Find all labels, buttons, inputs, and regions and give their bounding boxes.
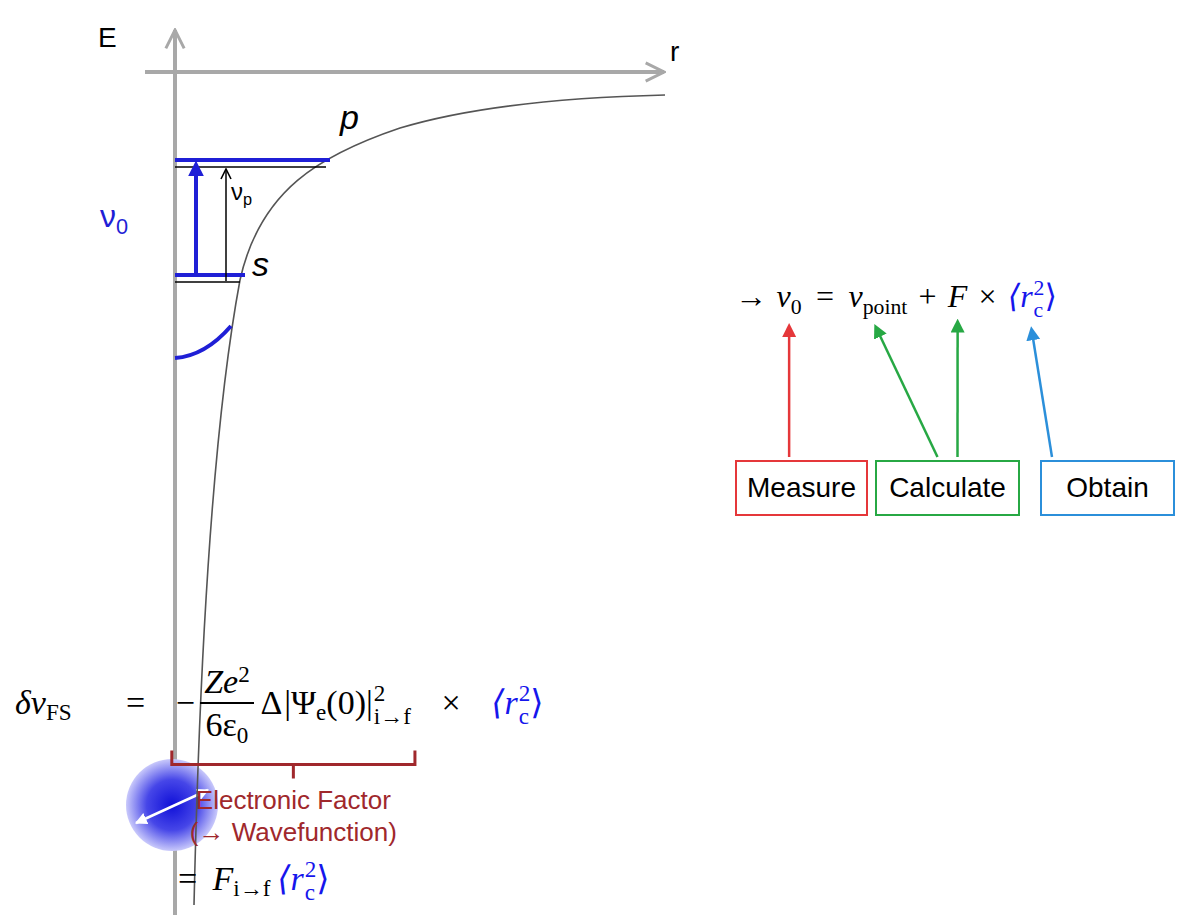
formula-term: = bbox=[178, 860, 197, 897]
formula-term: ν bbox=[777, 278, 791, 314]
formula-term: Ze bbox=[204, 663, 238, 700]
subscript: i→f bbox=[374, 705, 411, 728]
formula-term: δν bbox=[15, 684, 46, 721]
subscript: 0 bbox=[116, 214, 128, 239]
formula-term-row: = Fi→f ⟨r2c⟩ bbox=[178, 858, 330, 904]
subscript: c bbox=[305, 881, 317, 904]
superscript: 2 bbox=[374, 682, 411, 705]
formula-term: ⟨r bbox=[1008, 278, 1033, 314]
leader-arrow bbox=[956, 327, 959, 457]
formula-term: ⟨r bbox=[491, 684, 518, 721]
transition-label: ν bbox=[100, 198, 116, 234]
subscript: e bbox=[316, 699, 326, 725]
annotation: Electronic Factor (→ Wavefunction) bbox=[190, 785, 397, 848]
p-level-point bbox=[175, 166, 326, 168]
subscript: 0 bbox=[237, 722, 249, 748]
fraction: Ze26ε0 bbox=[200, 662, 254, 748]
subscript: 0 bbox=[791, 295, 802, 319]
axis-label: E bbox=[98, 22, 117, 53]
box-label: Measure bbox=[747, 472, 856, 504]
index-stack: 2c bbox=[1034, 278, 1045, 322]
subscript: p bbox=[243, 190, 252, 208]
formula-term: − bbox=[176, 684, 195, 721]
s-level bbox=[175, 273, 245, 277]
index-stack: 2c bbox=[519, 682, 531, 728]
transition-arrow bbox=[194, 170, 198, 273]
leader-arrow bbox=[1032, 335, 1052, 457]
subscript: c bbox=[519, 705, 531, 728]
process-box: Obtain bbox=[1040, 460, 1175, 516]
axis-label: r bbox=[670, 36, 679, 67]
transition-label-row: νp bbox=[231, 180, 252, 207]
numerator: Ze2 bbox=[200, 662, 254, 704]
process-box: Measure bbox=[735, 460, 868, 516]
axis-label-row: E bbox=[98, 24, 117, 52]
leader-arrow bbox=[788, 332, 791, 457]
transition-label-row: ν0 bbox=[100, 200, 128, 237]
formula-term: ⟩ bbox=[530, 684, 543, 721]
formula-term: 6ε bbox=[206, 706, 237, 743]
p-level bbox=[175, 158, 330, 162]
superscript: 2 bbox=[519, 682, 531, 705]
annotation-block: Electronic Factor (→ Wavefunction) bbox=[187, 784, 399, 849]
subscript: i→f bbox=[233, 875, 270, 901]
formula-term-row: δνFS=−Ze26ε0Δ|Ψe(0)|2i→f×⟨r2c⟩ bbox=[15, 662, 544, 748]
formula-term: F bbox=[948, 278, 968, 314]
transition-arrow-point bbox=[225, 169, 227, 281]
level-label-row: s bbox=[252, 247, 269, 281]
formula-term: ⟨r bbox=[277, 860, 304, 897]
superscript: 2 bbox=[238, 661, 250, 687]
formula-term-row: →ν0=νpoint+F×⟨r2c⟩ bbox=[735, 278, 1057, 322]
formula-term: ν bbox=[849, 278, 863, 314]
subscript: FS bbox=[46, 699, 72, 725]
superscript: 2 bbox=[1034, 278, 1045, 300]
formula-term: × bbox=[979, 278, 997, 314]
axis-label-row: r bbox=[670, 38, 679, 66]
superscript: 2 bbox=[305, 858, 317, 881]
formula-term: F bbox=[212, 860, 233, 897]
coulomb-potential bbox=[194, 95, 665, 905]
level-label-row: p bbox=[340, 100, 359, 134]
level-label: p bbox=[340, 98, 359, 136]
formula-term: = bbox=[126, 684, 145, 721]
box-label: Calculate bbox=[889, 472, 1006, 504]
formula-term: Δ bbox=[261, 684, 283, 721]
formula-term: = bbox=[816, 278, 834, 314]
formula-term: → bbox=[735, 278, 767, 314]
box-label: Obtain bbox=[1066, 472, 1149, 504]
formula-term: + bbox=[919, 278, 937, 314]
formula-term: ⟩ bbox=[1044, 278, 1056, 314]
index-stack: 2i→f bbox=[374, 682, 411, 728]
s-level-point bbox=[175, 281, 240, 283]
process-box: Calculate bbox=[875, 460, 1020, 516]
level-label: s bbox=[252, 245, 269, 283]
formula-term: ⟩ bbox=[316, 860, 329, 897]
formula-term: × bbox=[442, 684, 461, 721]
leader-arrow bbox=[878, 332, 938, 457]
underbracket bbox=[172, 751, 415, 779]
radius-axis bbox=[145, 70, 664, 74]
index-stack: 2c bbox=[305, 858, 317, 904]
transition-label: ν bbox=[231, 178, 243, 205]
denominator: 6ε0 bbox=[200, 704, 254, 748]
formula-term: |Ψ bbox=[284, 684, 316, 721]
formula-term: (0)| bbox=[326, 684, 372, 721]
subscript: c bbox=[1034, 300, 1045, 322]
subscript: point bbox=[863, 295, 908, 319]
finite-size-potential bbox=[175, 326, 231, 358]
